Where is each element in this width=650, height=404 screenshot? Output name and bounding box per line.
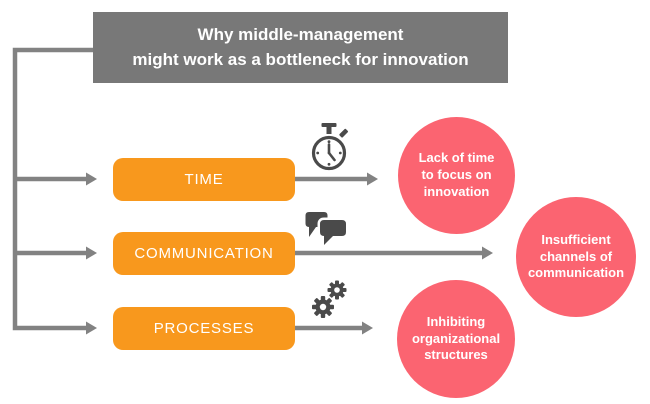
factor-box-processes: PROCESSES: [113, 307, 295, 350]
outcome-circle-communication: Insufficient channels of communication: [516, 197, 636, 317]
outcome-communication-line-3: communication: [527, 265, 625, 281]
factor-box-communication: COMMUNICATION: [113, 232, 295, 275]
factor-label-processes: PROCESSES: [153, 320, 255, 337]
gears-icon: [312, 280, 347, 318]
outcome-time-line-1: Lack of time: [418, 150, 495, 166]
title-line-2: might work as a bottleneck for innovatio…: [132, 49, 469, 69]
outcome-communication-line-2: channels of: [539, 248, 613, 264]
factor-label-time: TIME: [184, 171, 224, 188]
factor-label-communication: COMMUNICATION: [134, 245, 274, 262]
outcome-time-line-2: to focus on: [421, 167, 492, 183]
outcome-communication-line-1: Insufficient: [541, 231, 611, 247]
title-box: Why middle-management might work as a bo…: [93, 12, 508, 83]
outcome-circle-processes: Inhibiting organizational structures: [397, 280, 515, 398]
stopwatch-icon: [311, 123, 349, 171]
title-line-1: Why middle-management: [197, 24, 404, 44]
outcome-processes-line-1: Inhibiting: [426, 313, 486, 329]
outcome-circle-time: Lack of time to focus on innovation: [398, 117, 515, 234]
outcome-processes-line-2: organizational: [411, 330, 501, 346]
outcome-processes-line-3: structures: [424, 347, 488, 363]
factor-box-time: TIME: [113, 158, 295, 201]
outcome-time-line-3: innovation: [423, 183, 490, 199]
chat-bubbles-icon: [305, 212, 349, 248]
